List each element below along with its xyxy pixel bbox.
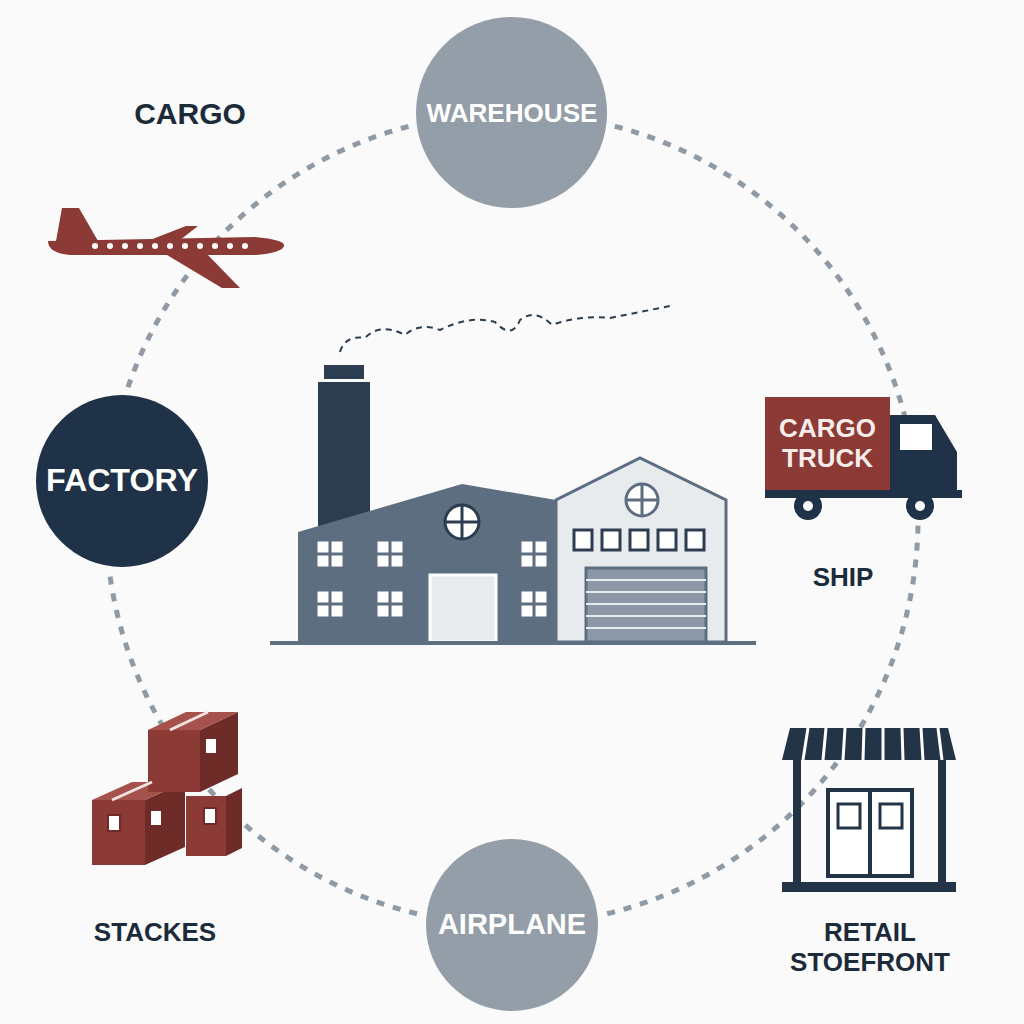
circle-fill [416,17,607,208]
plane-window [122,243,128,249]
wheel-hub [803,501,813,511]
plane-window [182,243,188,249]
node-label: WAREHOUSE [426,98,597,128]
box-tape [112,712,208,800]
awning-stripes [803,728,942,760]
box-label [204,808,216,824]
store-base [782,882,956,892]
truck-chassis [765,490,962,498]
pillar [793,760,801,884]
truck-cab [890,415,957,492]
door-window [880,804,902,828]
chimney-cap [324,365,364,379]
factory-illustration [270,306,756,645]
box-side [226,788,242,856]
window [574,530,592,550]
plane-window [242,243,248,249]
window [602,530,620,550]
box-label [205,738,217,754]
ship-label: SHIP [783,563,903,593]
smoke-trail [340,306,670,352]
round-window-cross [445,505,479,539]
cab-window [900,424,932,450]
garage-door [586,568,706,642]
airplane-circle: AIRPLANE [426,839,598,1011]
awning [782,728,956,760]
round-window [445,505,479,539]
plane-window [107,243,113,249]
truck-wheel [794,492,822,520]
airplane-icon [48,208,284,288]
door-split [868,790,872,876]
plane-window [212,243,218,249]
warehouse-circle: WAREHOUSE [416,17,607,208]
storefront-icon [782,728,956,892]
warehouse-building [556,458,726,642]
plane-wing [162,252,240,288]
wheel-hub [915,501,925,511]
stacks-label: STACKES [55,918,255,948]
door-window [838,804,860,828]
factory-door [430,575,496,642]
factory-circle: FACTORY [36,395,208,567]
circle-fill [36,395,208,567]
ground-line [270,641,756,645]
cargo-label: CARGO [110,97,270,132]
box-front [148,730,200,792]
pillar [938,760,946,884]
box-label [108,815,120,831]
window [630,530,648,550]
node-label: CARGO TRUCK [771,414,884,474]
plane-tail [56,208,98,241]
node-label: FACTORY [46,462,198,499]
cargo-box: CARGO TRUCK [765,397,890,490]
box-front [92,800,145,865]
box-top [148,712,238,730]
storefront-label: RETAIL STOEFRONT [765,918,975,978]
truck-wheel [906,492,934,520]
box-front [186,796,226,856]
plane-window [227,243,233,249]
store-door [828,790,912,876]
garage-slats [586,580,706,628]
plane-window [152,243,158,249]
plane-upper-wing [150,226,198,240]
gable-window [626,484,658,516]
plane-window [197,243,203,249]
upper-windows [574,530,704,550]
plane-window [92,243,98,249]
plane-window [167,243,173,249]
gable-window-cross [626,484,658,516]
dashed-ring-connector [128,126,408,387]
window [686,530,704,550]
plane-windows [92,243,248,249]
window [658,530,676,550]
box-stack-icon [92,712,242,865]
main-building [298,484,556,642]
box-label [150,810,162,826]
node-label: AIRPLANE [438,908,586,941]
circle-fill [426,839,598,1011]
plane-window [137,243,143,249]
dashed-ring-connector [615,126,907,424]
